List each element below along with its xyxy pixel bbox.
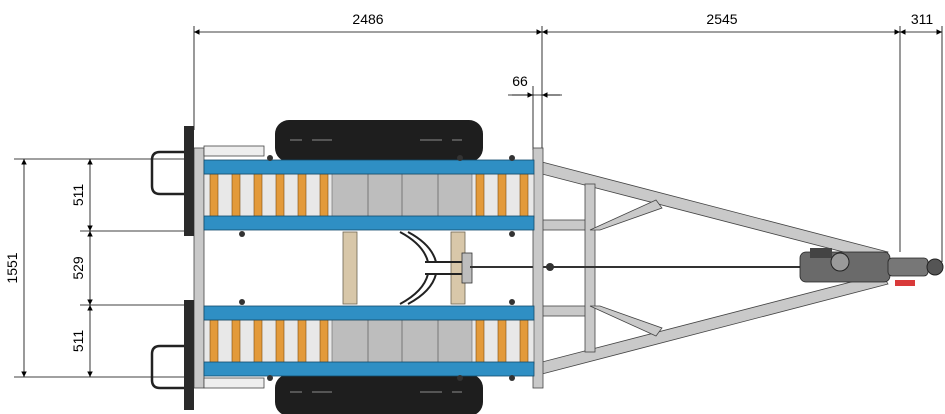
lower-deck [203,319,535,365]
dim-text-529: 529 [70,256,86,280]
rear-light-bottom [150,300,265,410]
dim-text-2545: 2545 [706,11,737,27]
dim-text-1551: 1551 [4,252,20,283]
front-cross-member [532,147,544,389]
dim-text-2486: 2486 [352,11,383,27]
dim-text-311: 311 [911,11,934,27]
axle-left [342,231,358,305]
dim-text-66: 66 [512,73,528,89]
lower-blue-beam-outer [203,361,535,377]
upper-wood-slats [209,173,529,219]
tire-bottom [275,374,483,414]
rear-cross-member [193,147,205,389]
dimension-lines [14,26,943,378]
dim-text-511-lower: 511 [70,330,86,353]
tire-top [275,120,483,162]
rear-light-top [150,126,265,236]
coupler-head [799,248,944,286]
dim-text-511-upper: 511 [70,184,86,207]
upper-blue-beam-inner [203,215,535,231]
frame-bolts [239,155,554,381]
lower-blue-beam-inner [203,305,535,321]
upper-deck [203,173,535,219]
upper-blue-beam-outer [203,159,535,175]
brake-cables [399,231,465,305]
